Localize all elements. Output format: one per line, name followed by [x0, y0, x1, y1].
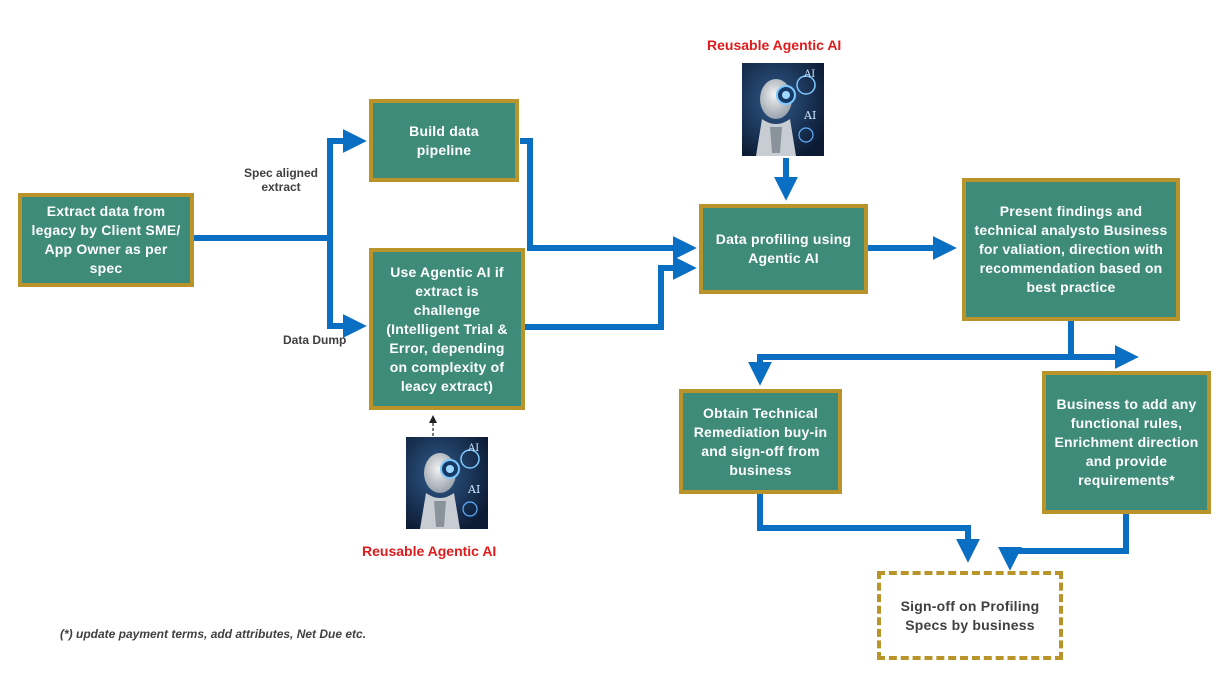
box-signoff-text: Sign-off on Profiling Specs by business — [900, 597, 1040, 633]
box-use-agentic-ai: Use Agentic AI if extract is challenge (… — [369, 248, 525, 410]
box-remediation-text: Obtain Technical Remediation buy-in and … — [693, 404, 828, 478]
arrow-business-to-signoff — [998, 513, 1129, 571]
label-data-dump: Data Dump — [283, 333, 346, 347]
robot-ai-image-top: AI AI — [742, 63, 824, 156]
label-reusable-bottom: Reusable Agentic AI — [362, 543, 497, 559]
svg-text:AI: AI — [803, 69, 815, 80]
box-extract-text: Extract data from legacy by Client SME/ … — [31, 203, 181, 276]
box-technical-remediation: Obtain Technical Remediation buy-in and … — [679, 389, 842, 494]
label-spec-aligned: Spec aligned extract — [231, 166, 331, 194]
svg-text:AI: AI — [803, 109, 816, 122]
box-present-text: Present findings and technical analysto … — [974, 203, 1168, 295]
arrow-agentic-to-profiling — [525, 256, 697, 330]
arrow-remediation-to-signoff — [757, 492, 980, 563]
svg-text:AI: AI — [467, 483, 480, 496]
label-spec-aligned-text: Spec aligned extract — [243, 166, 319, 194]
box-business-rules: Business to add any functional rules, En… — [1042, 371, 1211, 514]
arrow-build-to-profiling — [520, 138, 697, 260]
arrow-present-to-remediation — [748, 321, 1074, 386]
box-profiling-text: Data profiling using Agentic AI — [715, 231, 852, 266]
box-extract-data: Extract data from legacy by Client SME/ … — [18, 193, 194, 287]
label-data-dump-text: Data Dump — [283, 333, 347, 347]
box-build-text: Build data pipeline — [409, 122, 479, 158]
arrow-extract-to-agentic — [327, 238, 367, 338]
box-build-pipeline: Build data pipeline — [369, 99, 519, 182]
box-business-text: Business to add any functional rules, En… — [1054, 396, 1199, 488]
box-present-findings: Present findings and technical analysto … — [962, 178, 1180, 321]
label-reusable-top: Reusable Agentic AI — [707, 37, 842, 53]
box-data-profiling: Data profiling using Agentic AI — [699, 204, 868, 294]
footnote: (*) update payment terms, add attributes… — [60, 627, 367, 641]
arrow-extract-to-build — [194, 129, 367, 241]
robot-ai-image-bottom: AI AI — [406, 437, 488, 529]
box-signoff: Sign-off on Profiling Specs by business — [877, 571, 1063, 660]
svg-text:AI: AI — [467, 443, 479, 454]
box-agentic-text: Use Agentic AI if extract is challenge (… — [386, 263, 508, 394]
